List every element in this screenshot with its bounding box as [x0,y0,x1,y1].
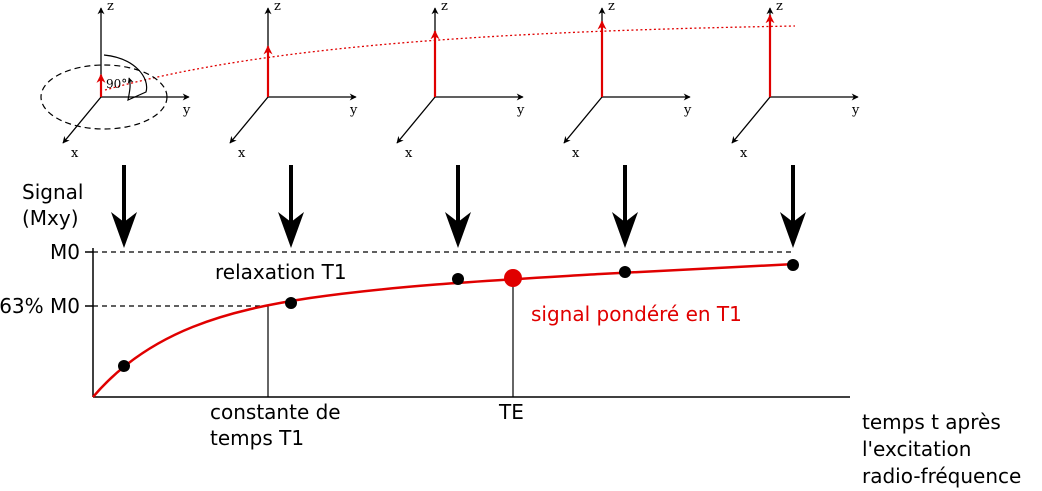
relaxation-label: relaxation T1 [215,260,347,284]
down-arrow-icon [111,165,137,248]
z-label: z [776,0,783,14]
te-sample-point [504,269,522,287]
x-axis-arrow [62,96,102,144]
sample-point [285,297,297,309]
x-axis-arrow [396,96,436,144]
m0-63-label: 63% M0 [0,294,80,318]
coordinate-frame: z y x [62,0,191,161]
x-label: x [238,146,246,161]
coordinate-frame: z y x [563,0,692,161]
down-arrow-icon [278,165,304,248]
x-axis-arrow [563,96,603,144]
y-label: y [516,103,525,118]
time-axis-label-3: radio-fréquence [862,464,1021,488]
z-label: z [107,0,114,14]
down-arrow-icon [780,165,806,248]
t1-constant-label-2: temps T1 [210,426,304,450]
x-label: x [740,146,748,161]
down-arrow-icon [445,165,471,248]
time-axis-label: temps t après [862,410,1001,434]
sample-point [452,273,464,285]
y-label: y [182,103,191,118]
flip-angle-arc [103,54,148,102]
y-label: y [349,103,358,118]
sample-point [619,266,631,278]
x-axis-arrow [731,96,771,144]
x-label: x [405,146,413,161]
te-label: TE [498,400,524,424]
time-axis-label-2: l'excitation [862,437,971,461]
z-label: z [274,0,281,14]
y-label: y [851,103,860,118]
x-label: x [71,146,79,161]
coordinate-frame: z y x [731,0,860,161]
x-axis-arrow [229,96,269,144]
m0-label: M0 [50,240,80,264]
recovery-trace [104,25,796,91]
precession-ellipse [40,64,168,130]
z-label: z [608,0,615,14]
flip-angle-label: 90° [106,77,127,91]
coordinate-frame: z y x [396,0,525,161]
sample-point [118,360,130,372]
sample-point [787,259,799,271]
signal-unit-label: (Mxy) [22,206,79,230]
x-label: x [572,146,580,161]
sampling-arrows [111,165,806,248]
t1-constant-label: constante de [210,400,341,424]
magnetization-frames: z y x z y x z y x z y x z y x [62,0,860,161]
down-arrow-icon [612,165,638,248]
weighted-signal-label: signal pondéré en T1 [531,302,742,326]
y-label: y [683,103,692,118]
coordinate-frame: z y x [229,0,358,161]
t1-recovery-curve [92,262,796,398]
z-label: z [441,0,448,14]
signal-label: Signal [22,180,83,204]
